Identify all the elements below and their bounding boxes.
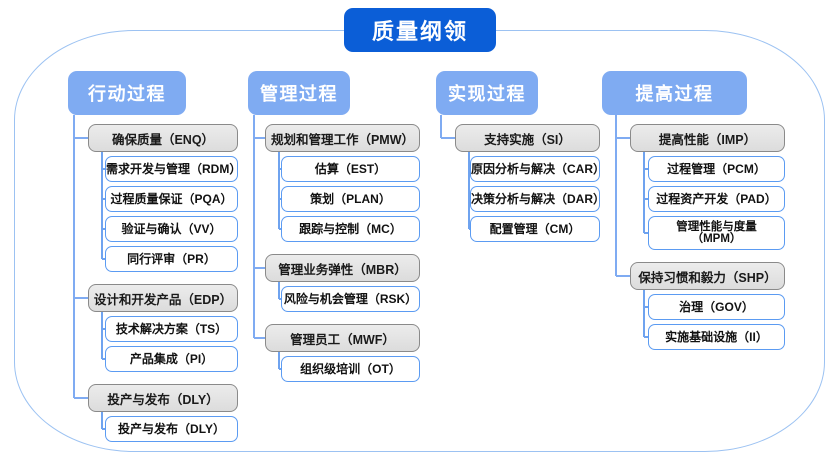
connector-branch-to-leaf bbox=[102, 168, 105, 170]
diagram-title: 质量纲领 bbox=[344, 8, 496, 52]
connector-spine-to-group bbox=[616, 275, 630, 277]
leaf-box-1-1-2[interactable]: 过程质量保证（PQA） bbox=[105, 186, 238, 212]
leaf-box-3-1-2[interactable]: 决策分析与解决（DAR） bbox=[470, 186, 605, 212]
column-header-implementation-process[interactable]: 实现过程 bbox=[436, 71, 538, 115]
connector-branch-to-leaf bbox=[102, 258, 105, 260]
leaf-box-4-2-1[interactable]: 治理（GOV） bbox=[648, 294, 785, 320]
connector-column-spine bbox=[73, 115, 75, 398]
leaf-box-1-2-1[interactable]: 技术解决方案（TS） bbox=[105, 316, 238, 342]
connector-spine-to-group bbox=[616, 137, 630, 139]
group-box-1-3[interactable]: 投产与发布（DLY） bbox=[88, 384, 238, 412]
connector-branch-to-leaf bbox=[644, 232, 648, 234]
connector-group-branch bbox=[101, 152, 103, 259]
leaf-box-1-3-1[interactable]: 投产与发布（DLY） bbox=[105, 416, 238, 442]
leaf-box-1-2-2[interactable]: 产品集成（PI） bbox=[105, 346, 238, 372]
leaf-box-label-line-1: 管理性能与度量 bbox=[676, 220, 757, 233]
column-header-action-process[interactable]: 行动过程 bbox=[68, 71, 186, 115]
connector-spine-to-group bbox=[254, 267, 265, 269]
group-box-3-1[interactable]: 支持实施（SI） bbox=[455, 124, 600, 152]
connector-branch-to-leaf bbox=[279, 368, 281, 370]
connector-spine-to-group bbox=[254, 337, 265, 339]
connector-spine-to-group bbox=[254, 137, 265, 139]
connector-column-spine bbox=[253, 115, 255, 338]
group-box-2-1[interactable]: 规划和管理工作（PMW） bbox=[265, 124, 420, 152]
connector-group-branch bbox=[101, 412, 103, 429]
leaf-box-1-1-1[interactable]: 需求开发与管理（RDM） bbox=[105, 156, 241, 182]
group-box-4-1[interactable]: 提高性能（IMP） bbox=[630, 124, 785, 152]
group-box-4-2[interactable]: 保持习惯和毅力（SHP） bbox=[630, 262, 785, 290]
group-box-1-2[interactable]: 设计和开发产品（EDP） bbox=[88, 284, 238, 312]
leaf-box-2-1-1[interactable]: 估算（EST） bbox=[281, 156, 420, 182]
connector-branch-to-leaf bbox=[102, 428, 105, 430]
connector-column-spine bbox=[440, 115, 442, 138]
connector-group-branch bbox=[278, 152, 280, 229]
leaf-box-4-1-1[interactable]: 过程管理（PCM） bbox=[648, 156, 785, 182]
leaf-box-4-2-2[interactable]: 实施基础设施（II） bbox=[648, 324, 785, 350]
leaf-box-2-3-1[interactable]: 组织级培训（OT） bbox=[281, 356, 420, 382]
connector-branch-to-leaf bbox=[102, 358, 105, 360]
connector-group-branch bbox=[643, 290, 645, 337]
connector-branch-to-leaf bbox=[644, 306, 648, 308]
connector-spine-to-group bbox=[74, 397, 88, 399]
connector-group-branch bbox=[278, 282, 280, 299]
connector-branch-to-leaf bbox=[279, 228, 281, 230]
leaf-box-2-1-3[interactable]: 跟踪与控制（MC） bbox=[281, 216, 420, 242]
leaf-box-2-1-2[interactable]: 策划（PLAN） bbox=[281, 186, 420, 212]
group-box-1-1[interactable]: 确保质量（ENQ） bbox=[88, 124, 238, 152]
leaf-box-2-2-1[interactable]: 风险与机会管理（RSK） bbox=[281, 286, 420, 312]
column-header-improvement-process[interactable]: 提高过程 bbox=[602, 71, 747, 115]
connector-group-branch bbox=[101, 312, 103, 359]
leaf-box-3-1-3[interactable]: 配置管理（CM） bbox=[470, 216, 600, 242]
connector-spine-to-group bbox=[74, 297, 88, 299]
connector-spine-to-group bbox=[441, 137, 455, 139]
connector-branch-to-leaf bbox=[279, 198, 281, 200]
leaf-box-4-1-3[interactable]: 管理性能与度量（MPM） bbox=[648, 216, 785, 250]
connector-branch-to-leaf bbox=[102, 198, 105, 200]
connector-branch-to-leaf bbox=[102, 328, 105, 330]
connector-spine-to-group bbox=[74, 137, 88, 139]
group-box-2-3[interactable]: 管理员工（MWF） bbox=[265, 324, 420, 352]
connector-branch-to-leaf bbox=[279, 298, 281, 300]
connector-column-spine bbox=[615, 115, 617, 276]
column-header-management-process[interactable]: 管理过程 bbox=[248, 71, 350, 115]
connector-branch-to-leaf bbox=[644, 168, 648, 170]
leaf-box-4-1-2[interactable]: 过程资产开发（PAD） bbox=[648, 186, 785, 212]
connector-branch-to-leaf bbox=[644, 198, 648, 200]
leaf-box-label-line-2: （MPM） bbox=[691, 233, 742, 245]
group-box-2-2[interactable]: 管理业务弹性（MBR） bbox=[265, 254, 420, 282]
connector-branch-to-leaf bbox=[279, 168, 281, 170]
leaf-box-1-1-3[interactable]: 验证与确认（VV） bbox=[105, 216, 238, 242]
connector-branch-to-leaf bbox=[644, 336, 648, 338]
leaf-box-3-1-1[interactable]: 原因分析与解决（CAR） bbox=[470, 156, 605, 182]
leaf-box-1-1-4[interactable]: 同行评审（PR） bbox=[105, 246, 238, 272]
connector-group-branch bbox=[643, 152, 645, 233]
connector-group-branch bbox=[278, 352, 280, 369]
connector-branch-to-leaf bbox=[102, 228, 105, 230]
connector-group-branch bbox=[468, 152, 470, 229]
